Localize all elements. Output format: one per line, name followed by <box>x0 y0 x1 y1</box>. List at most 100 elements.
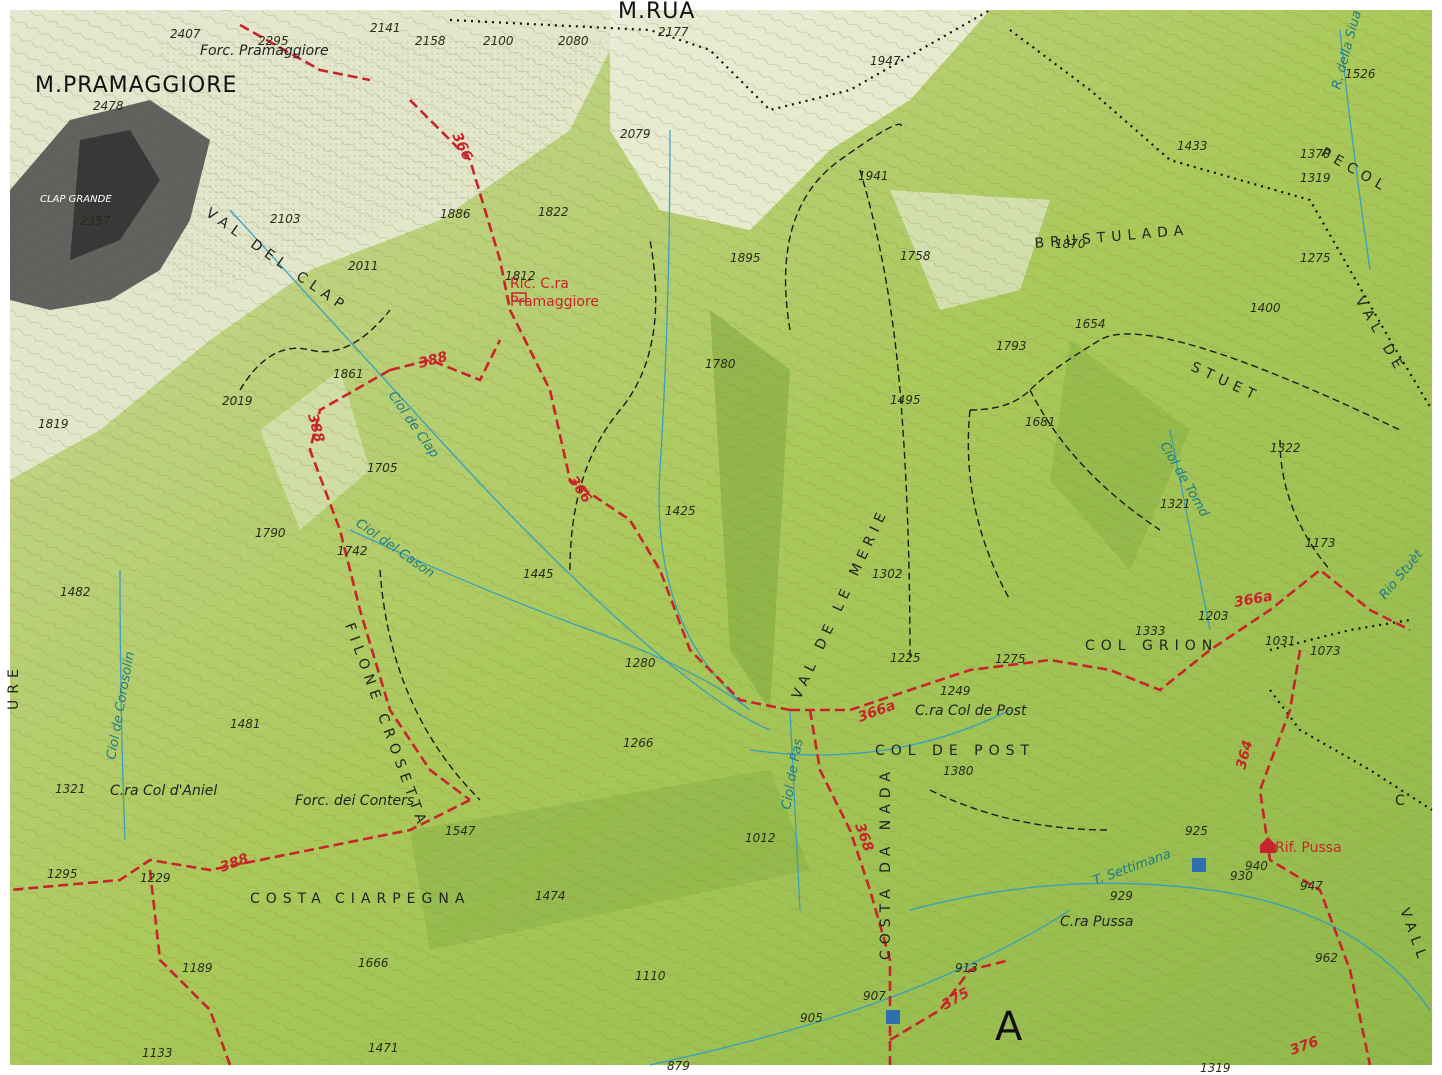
region-label: C <box>1395 793 1411 809</box>
spot-elevation: 1819 <box>38 417 69 431</box>
peak-elevation: 2478 <box>93 99 124 113</box>
region-label: COSTA DA NADA <box>878 766 894 960</box>
spot-elevation: 2141 <box>370 21 401 35</box>
spot-elevation: 1189 <box>182 961 213 975</box>
peak-label[interactable]: M.PRAMAGGIORE <box>35 73 237 98</box>
spot-elevation: 1370 <box>1300 147 1331 161</box>
spot-elevation: 1941 <box>858 169 889 183</box>
place-label: Forc. Pramaggiore <box>200 43 329 59</box>
refuge-icon <box>1260 837 1276 853</box>
place-label: C.ra Col d'Aniel <box>110 783 217 799</box>
hut-icon <box>511 292 527 302</box>
spot-elevation: 1110 <box>635 969 666 983</box>
place-label: Ric. C.ra <box>510 276 569 292</box>
spot-elevation: 1266 <box>623 736 654 750</box>
spot-elevation: 1474 <box>535 889 566 903</box>
spot-elevation: 2103 <box>270 212 301 226</box>
stream-network <box>119 29 1431 1066</box>
spot-elevation: 1742 <box>337 544 368 558</box>
spot-elevation: 2100 <box>483 34 514 48</box>
place-label: Forc. dei Conters <box>295 793 414 809</box>
spot-elevation: 1547 <box>445 824 476 838</box>
trail-number: 388 <box>304 412 327 445</box>
spot-elevation: 2019 <box>222 394 253 408</box>
spot-elevation: 1445 <box>523 567 554 581</box>
spot-elevation: 1275 <box>1300 251 1331 265</box>
spot-elevation: 1173 <box>1305 536 1336 550</box>
spot-elevation: 947 <box>1300 879 1323 893</box>
peak-elevation: 2177 <box>658 25 689 39</box>
spot-elevation: 1822 <box>538 205 569 219</box>
spot-elevation: 2295 <box>258 34 289 48</box>
spot-elevation: 1380 <box>943 764 974 778</box>
trail-number: 366a <box>1233 588 1274 610</box>
spot-elevation: 1133 <box>142 1046 173 1060</box>
spot-elevation: 925 <box>1185 824 1208 838</box>
spot-elevation: 1275 <box>995 652 1026 666</box>
spot-elevation: 1861 <box>333 367 364 381</box>
spot-elevation: 2357 <box>80 214 111 228</box>
spot-elevation: 2079 <box>620 127 651 141</box>
region-label: CIARPEGNA <box>335 891 470 907</box>
parking-icon <box>1192 858 1206 872</box>
spot-elevation: 2158 <box>415 34 446 48</box>
spot-elevation: 1302 <box>872 567 903 581</box>
spot-elevation: 1666 <box>358 956 389 970</box>
spot-elevation: 2080 <box>558 34 589 48</box>
footpaths <box>239 123 1401 831</box>
spot-elevation: 929 <box>1110 889 1133 903</box>
spot-elevation: 1319 <box>1300 171 1331 185</box>
spot-elevation: 1780 <box>705 357 736 371</box>
spot-elevation: 1321 <box>55 782 86 796</box>
spot-elevation: 1481 <box>230 717 261 731</box>
spot-elevation: 1322 <box>1270 441 1301 455</box>
spot-elevation: 1203 <box>1198 609 1229 623</box>
spot-elevation: 1790 <box>255 526 286 540</box>
spot-elevation: 907 <box>863 989 886 1003</box>
region-label: URE <box>6 663 22 710</box>
spot-elevation: 1031 <box>1265 634 1296 648</box>
region-label: COSTA <box>250 891 327 907</box>
rock-massif-dark <box>70 130 160 260</box>
place-label: CLAP GRANDE <box>40 194 112 205</box>
trail-number: 388 <box>417 349 450 372</box>
spot-elevation: 1321 <box>1160 497 1191 511</box>
place-label: C.ra Col de Post <box>915 703 1027 719</box>
spot-elevation: 962 <box>1315 951 1338 965</box>
place-label: Rif. Pussa <box>1275 840 1342 856</box>
spot-elevation: 1812 <box>505 269 536 283</box>
place-label: Pramaggiore <box>510 294 599 310</box>
spot-elevation: 913 <box>955 961 978 975</box>
spot-elevation: 1225 <box>890 651 921 665</box>
spot-elevation: 1295 <box>47 867 78 881</box>
spot-elevation: 1870 <box>1055 237 1086 251</box>
spot-elevation: 1895 <box>730 251 761 265</box>
spot-elevation: 1681 <box>1025 415 1056 429</box>
spot-elevation: 1482 <box>60 585 91 599</box>
spot-elevation: 1433 <box>1177 139 1208 153</box>
spot-elevation: 1249 <box>940 684 971 698</box>
spot-elevation: 1319 <box>1200 1061 1231 1075</box>
spot-elevation: 1073 <box>1310 644 1341 658</box>
spot-elevation: 1654 <box>1075 317 1106 331</box>
peak-label[interactable]: M.RUA <box>618 0 695 24</box>
trail-number: 364 <box>1233 739 1256 771</box>
spot-elevation: 879 <box>667 1059 690 1073</box>
spot-elevation: 1495 <box>890 393 921 407</box>
spot-elevation: 1793 <box>996 339 1027 353</box>
parking-icon <box>886 1010 900 1024</box>
spot-elevation: 1280 <box>625 656 656 670</box>
spot-elevation: 940 <box>1245 859 1268 873</box>
spot-elevation: 1333 <box>1135 624 1166 638</box>
spot-elevation: 1012 <box>745 831 776 845</box>
spot-elevation: 1400 <box>1250 301 1281 315</box>
spot-elevation: 1947 <box>870 54 901 68</box>
red-trails <box>9 23 1411 1066</box>
spot-elevation: 1758 <box>900 249 931 263</box>
spot-elevation: 1229 <box>140 871 171 885</box>
spot-elevation: 1886 <box>440 207 471 221</box>
spot-elevation: 2011 <box>348 259 379 273</box>
region-label: COL DE POST <box>875 743 1035 759</box>
